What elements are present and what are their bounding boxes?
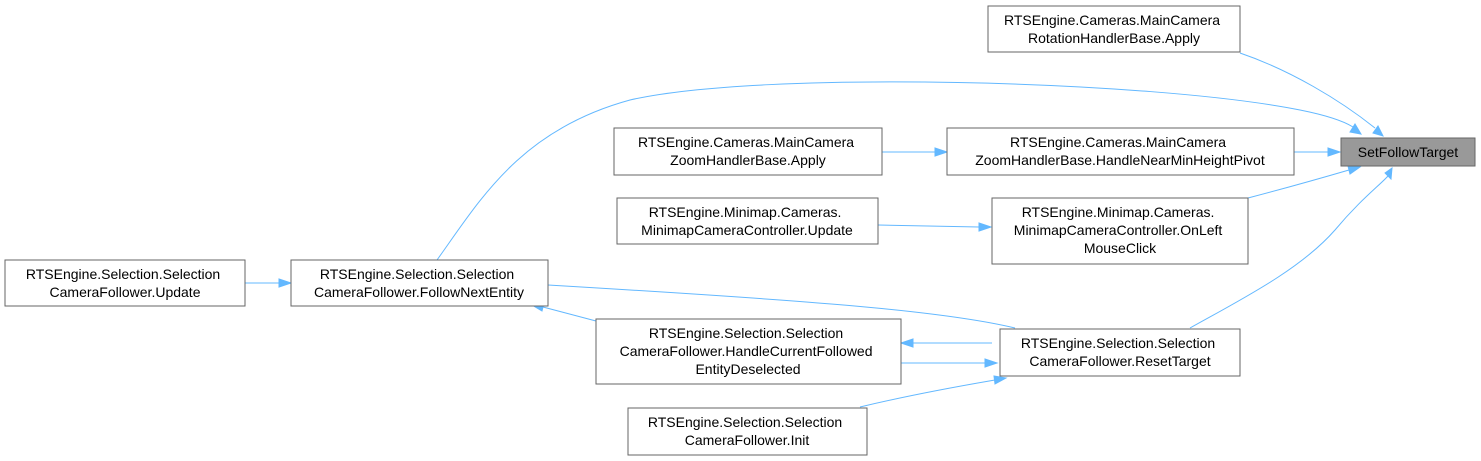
node-label-line: RTSEngine.Selection.Selection — [320, 266, 514, 282]
node-label-line: CameraFollower.Update — [50, 284, 201, 300]
svg-text:SetFollowTarget: SetFollowTarget — [1358, 144, 1458, 160]
node-label-line: RotationHandlerBase.Apply — [1028, 30, 1200, 46]
node-label-line: RTSEngine.Selection.Selection — [1021, 335, 1215, 351]
node-label-line: RTSEngine.Selection.Selection — [648, 414, 842, 430]
node-label-line: ZoomHandlerBase.Apply — [670, 152, 826, 168]
node-minimap-update[interactable]: RTSEngine.Minimap.Cameras. MinimapCamera… — [616, 197, 879, 245]
node-label-line: CameraFollower.Init — [685, 432, 810, 448]
svg-text:RTSEngine.Cameras.MainCamera: RTSEngine.Cameras.MainCamera ZoomHandler… — [638, 134, 858, 168]
edge-resettarget-to-setfollowtarget — [1189, 166, 1393, 329]
svg-text:RTSEngine.Minimap.Cameras.: RTSEngine.Minimap.Cameras. MinimapCamera… — [1014, 204, 1226, 256]
node-label-line: MouseClick — [1084, 240, 1157, 256]
node-label-line: RTSEngine.Selection.Selection — [649, 325, 843, 341]
node-label-line: CameraFollower.ResetTarget — [1029, 353, 1210, 369]
svg-text:RTSEngine.Selection.Selection: RTSEngine.Selection.Selection CameraFoll… — [26, 266, 224, 300]
node-setfollowtarget[interactable]: SetFollowTarget — [1340, 137, 1476, 167]
node-label-line: RTSEngine.Cameras.MainCamera — [1010, 134, 1226, 150]
edge-follownextentity-to-setfollowtarget — [436, 81, 1362, 261]
node-label-line: RTSEngine.Minimap.Cameras. — [649, 204, 842, 220]
edge-resettarget-to-follownextentity — [547, 284, 1016, 329]
node-follower-update[interactable]: RTSEngine.Selection.Selection CameraFoll… — [4, 259, 246, 307]
edge-init-to-resettarget — [859, 375, 1008, 408]
svg-text:RTSEngine.Cameras.MainCamera: RTSEngine.Cameras.MainCamera ZoomHandler… — [975, 134, 1265, 168]
svg-text:RTSEngine.Minimap.Cameras.: RTSEngine.Minimap.Cameras. MinimapCamera… — [641, 204, 853, 238]
svg-text:RTSEngine.Cameras.MainCamera: RTSEngine.Cameras.MainCamera RotationHan… — [1004, 12, 1224, 46]
edge-minimap-update-to-minimap-click — [877, 222, 993, 232]
edge-zoom-apply-to-zoom-nearmin — [882, 147, 949, 157]
node-follownextentity[interactable]: RTSEngine.Selection.Selection CameraFoll… — [290, 259, 549, 307]
edge-rotation-apply-to-setfollowtarget — [1239, 52, 1384, 137]
edge-minimap-click-to-setfollowtarget — [1247, 165, 1362, 199]
node-label-line: MinimapCameraController.Update — [641, 222, 853, 238]
node-zoom-handler-apply[interactable]: RTSEngine.Cameras.MainCamera ZoomHandler… — [613, 127, 883, 176]
node-label-line: EntityDeselected — [695, 361, 800, 377]
node-handle-followed-deselected[interactable]: RTSEngine.Selection.Selection CameraFoll… — [595, 318, 902, 385]
node-label-line: MinimapCameraController.OnLeft — [1014, 222, 1223, 238]
node-label-line: RTSEngine.Cameras.MainCamera — [638, 134, 854, 150]
node-label-line: CameraFollower.FollowNextEntity — [314, 284, 524, 300]
node-label-line: ZoomHandlerBase.HandleNearMinHeightPivot — [975, 152, 1265, 168]
node-zoom-handle-near-min[interactable]: RTSEngine.Cameras.MainCamera ZoomHandler… — [946, 127, 1295, 176]
node-label-line: SetFollowTarget — [1358, 144, 1458, 160]
svg-text:RTSEngine.Selection.Selection: RTSEngine.Selection.Selection CameraFoll… — [314, 266, 524, 300]
edge-resettarget-to-handledeselected — [899, 338, 992, 348]
node-follower-init[interactable]: RTSEngine.Selection.Selection CameraFoll… — [627, 407, 868, 456]
edge-zoom-nearmin-to-setfollowtarget — [1294, 147, 1342, 157]
svg-text:RTSEngine.Selection.Selection: RTSEngine.Selection.Selection CameraFoll… — [1021, 335, 1219, 369]
node-label-line: RTSEngine.Minimap.Cameras. — [1022, 204, 1215, 220]
svg-text:RTSEngine.Selection.Selection: RTSEngine.Selection.Selection CameraFoll… — [648, 414, 846, 448]
node-resettarget[interactable]: RTSEngine.Selection.Selection CameraFoll… — [999, 328, 1241, 377]
edge-handledeselected-to-resettarget — [901, 358, 999, 368]
node-rotation-handler-apply[interactable]: RTSEngine.Cameras.MainCamera RotationHan… — [987, 5, 1241, 53]
node-label-line: RTSEngine.Selection.Selection — [26, 266, 220, 282]
edge-follower-update-to-follownextentity — [245, 278, 293, 288]
node-label-line: RTSEngine.Cameras.MainCamera — [1004, 12, 1220, 28]
node-label-line: CameraFollower.HandleCurrentFollowed — [620, 343, 873, 359]
svg-text:RTSEngine.Selection.Selection: RTSEngine.Selection.Selection CameraFoll… — [620, 325, 877, 377]
node-minimap-onleftmouseclick[interactable]: RTSEngine.Minimap.Cameras. MinimapCamera… — [991, 197, 1249, 265]
